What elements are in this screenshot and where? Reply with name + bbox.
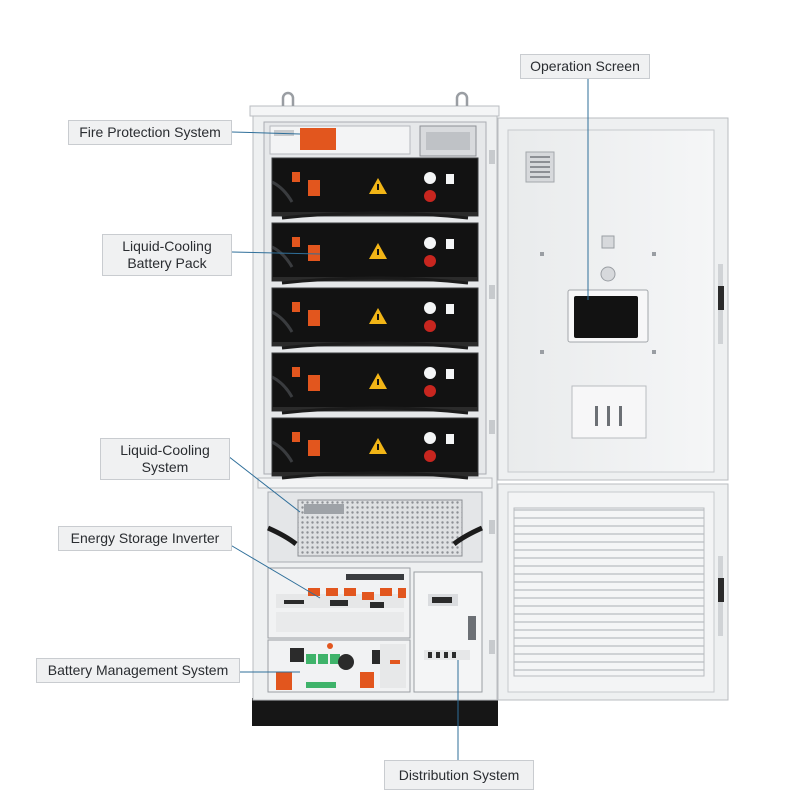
connector-icon [292,237,300,247]
distribution-unit [413,571,483,693]
label-battery-pack-line1: Liquid-Cooling [122,238,212,254]
liquid-cooling-unit [266,491,484,563]
connector-icon [308,245,320,261]
battery-module [271,157,479,220]
label-cooling-line1: Liquid-Cooling [120,442,210,458]
front-door-upper [497,117,729,481]
label-distribution: Distribution System [384,760,534,790]
label-operation-screen: Operation Screen [520,54,650,79]
battery-rack [271,157,479,480]
connector-icon [292,367,300,377]
label-fire-protection: Fire Protection System [68,120,232,145]
stop-button-icon [424,450,436,462]
indicator-light-icon [424,172,436,184]
connector-icon [292,172,300,182]
fire-protection-unit [269,125,477,157]
front-door-lower [497,483,729,701]
label-battery-pack-line2: Battery Pack [127,255,207,271]
stop-button-icon [424,320,436,332]
cabinet-base [252,698,498,726]
label-liquid-cooling-system: Liquid-Cooling System [100,438,230,480]
label-cooling-line2: System [141,459,189,475]
label-bms: Battery Management System [36,658,240,683]
stop-button-icon [424,255,436,267]
battery-module [271,222,479,285]
label-inverter: Energy Storage Inverter [58,526,232,551]
battery-module [271,352,479,415]
battery-module [271,287,479,350]
indicator-light-icon [424,367,436,379]
indicator-light-icon [424,237,436,249]
connector-icon [292,302,300,312]
connector-icon [308,180,320,196]
label-battery-pack: Liquid-Cooling Battery Pack [102,234,232,276]
battery-module [271,417,479,480]
connector-icon [308,310,320,326]
indicator-light-icon [424,302,436,314]
indicator-light-icon [424,432,436,444]
connector-icon [308,375,320,391]
inverter-unit [267,567,411,639]
leader-lines [221,78,589,762]
bms-unit [267,639,411,693]
connector-icon [292,432,300,442]
stop-button-icon [424,385,436,397]
stop-button-icon [424,190,436,202]
connector-icon [308,440,320,456]
